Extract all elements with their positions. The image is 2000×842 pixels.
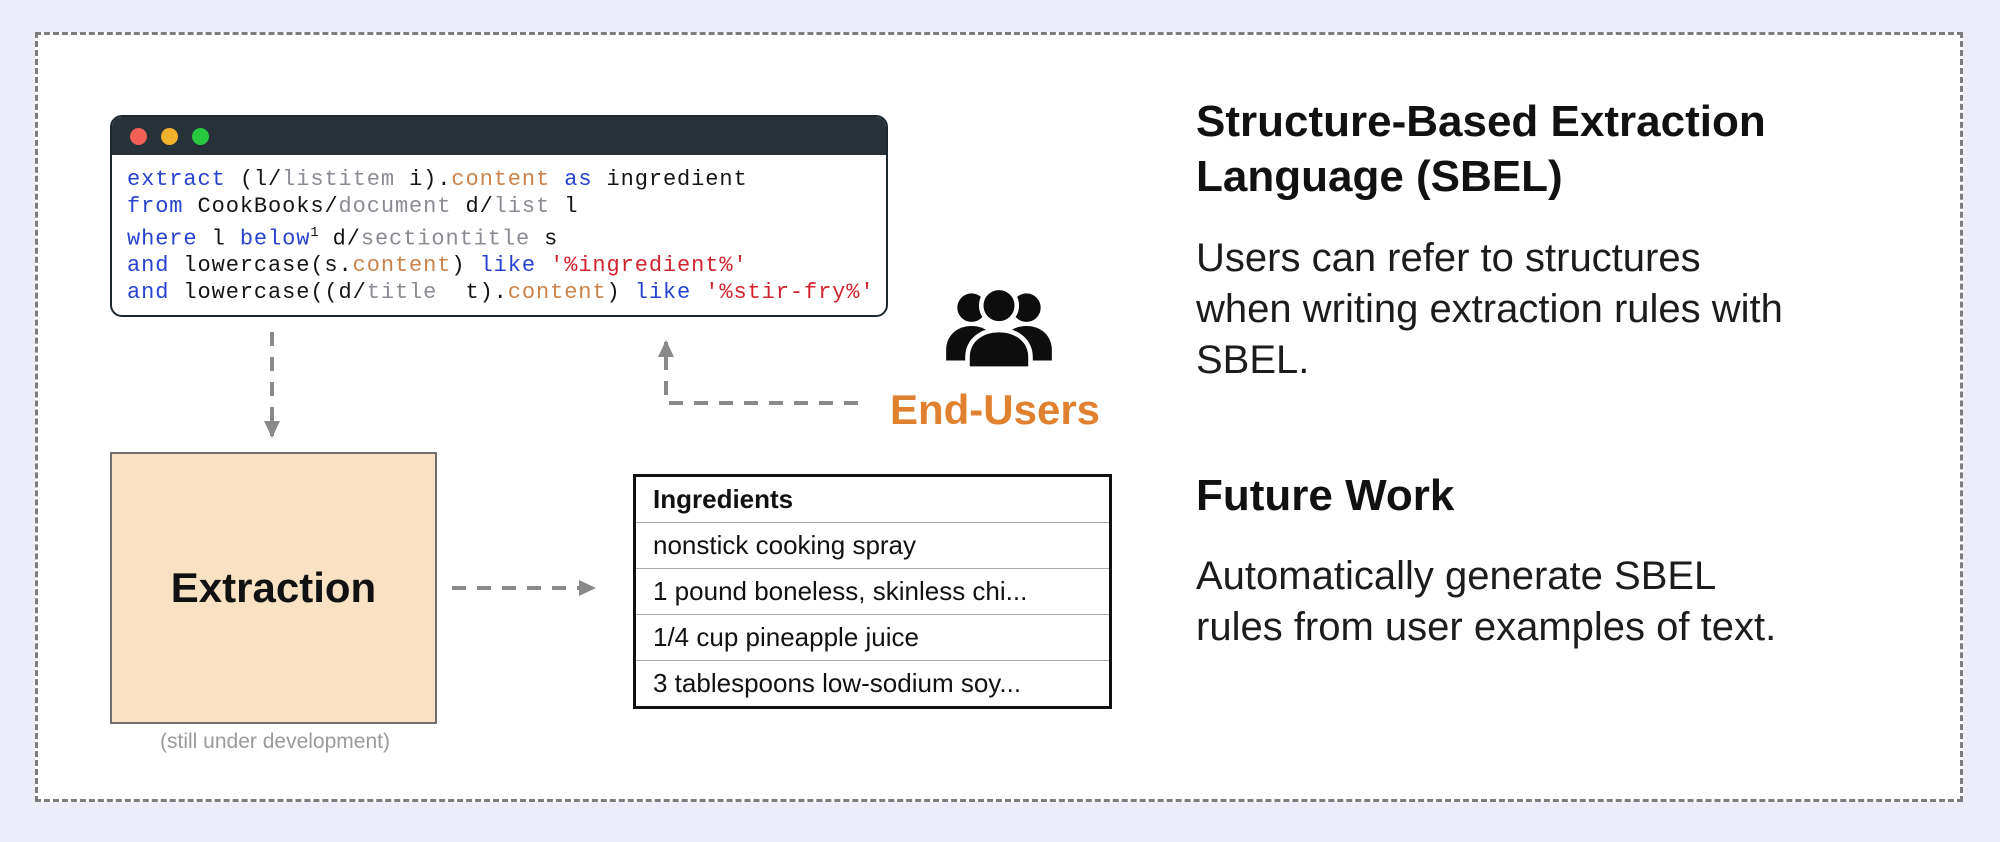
code-token: 1 [310,226,319,241]
table-row: 1 pound boneless, skinless chi... [636,568,1109,614]
users-group-icon [946,285,1052,371]
code-line: and lowercase(s.content) like '%ingredie… [127,252,886,279]
future-work-paragraph-line: rules from user examples of text. [1196,605,1777,649]
sbel-heading-line: Structure-Based Extraction [1196,97,1766,146]
code-token: like [479,253,536,279]
code-token: '%stir-fry%' [705,280,875,306]
code-token: (l/ [225,167,283,192]
code-editor: extract (l/listitem i).content as ingred… [112,155,886,306]
code-token [550,167,564,192]
code-line: from CookBooks/document d/list l [127,193,886,220]
code-token: s [530,226,559,252]
extraction-label: Extraction [170,564,377,611]
extraction-box: Extraction [110,452,437,724]
window-titlebar [112,117,886,155]
code-token: CookBooks/ [183,194,339,219]
sbel-paragraph: Users can refer to structures when writi… [1196,233,1783,386]
code-token: d/ [451,194,494,219]
code-token: sectiontitle [360,226,531,252]
code-token: ) [606,280,635,306]
code-token: l [550,194,579,219]
code-token: '%ingredient%' [550,253,748,279]
code-token: listitem [282,167,395,192]
code-token: title [366,280,438,306]
code-line: extract (l/listitem i).content as ingred… [127,166,886,193]
sbel-paragraph-line: Users can refer to structures [1196,236,1701,280]
code-token: like [634,280,692,306]
future-work-heading: Future Work [1196,471,1455,520]
code-token: lowercase((d/ [169,280,367,306]
table-row: 3 tablespoons low-sodium soy... [636,660,1109,706]
code-line: and lowercase((d/title t).content) like … [127,279,886,306]
code-token: below [239,226,311,252]
sbel-heading: Structure-Based Extraction Language (SBE… [1196,94,1766,204]
code-token [691,280,705,305]
code-token: d/ [318,226,361,252]
sbel-paragraph-line: when writing extraction rules with [1196,287,1783,331]
table-row: nonstick cooking spray [636,522,1109,568]
code-token: extract [127,167,226,192]
close-circle-icon[interactable] [130,127,147,145]
code-token: document [338,194,452,219]
code-token: ) [451,253,480,279]
code-token: content [507,280,607,306]
code-token: ingredient [592,167,748,192]
sbel-paragraph-line: SBEL. [1196,338,1310,382]
code-token [536,253,550,278]
sbel-heading-line: Language (SBEL) [1196,152,1563,201]
code-token: where [127,226,198,252]
future-work-paragraph: Automatically generate SBEL rules from u… [1196,551,1776,653]
table-row: 1/4 cup pineapple juice [636,614,1109,660]
code-token: list [493,194,551,219]
extraction-caption: (still under development) [160,730,390,753]
code-token: l [197,226,240,252]
code-line: where l below1 d/sectiontitle s [127,220,886,252]
code-token: and [127,253,170,279]
code-token: as [564,167,593,192]
code-token: t). [437,280,508,306]
ingredients-table-header: Ingredients [653,484,794,514]
sbel-code-window: extract (l/listitem i).content as ingred… [110,115,888,317]
maximize-circle-icon[interactable] [192,127,209,145]
future-work-paragraph-line: Automatically generate SBEL [1196,554,1717,598]
code-token: content [352,253,452,279]
minimize-circle-icon[interactable] [161,127,178,145]
code-token: i). [394,167,452,192]
code-token: and [127,280,170,306]
end-users-label: End-Users [889,386,1101,433]
code-token: lowercase(s. [169,253,353,279]
code-token: from [127,194,184,219]
code-token: content [451,167,551,192]
